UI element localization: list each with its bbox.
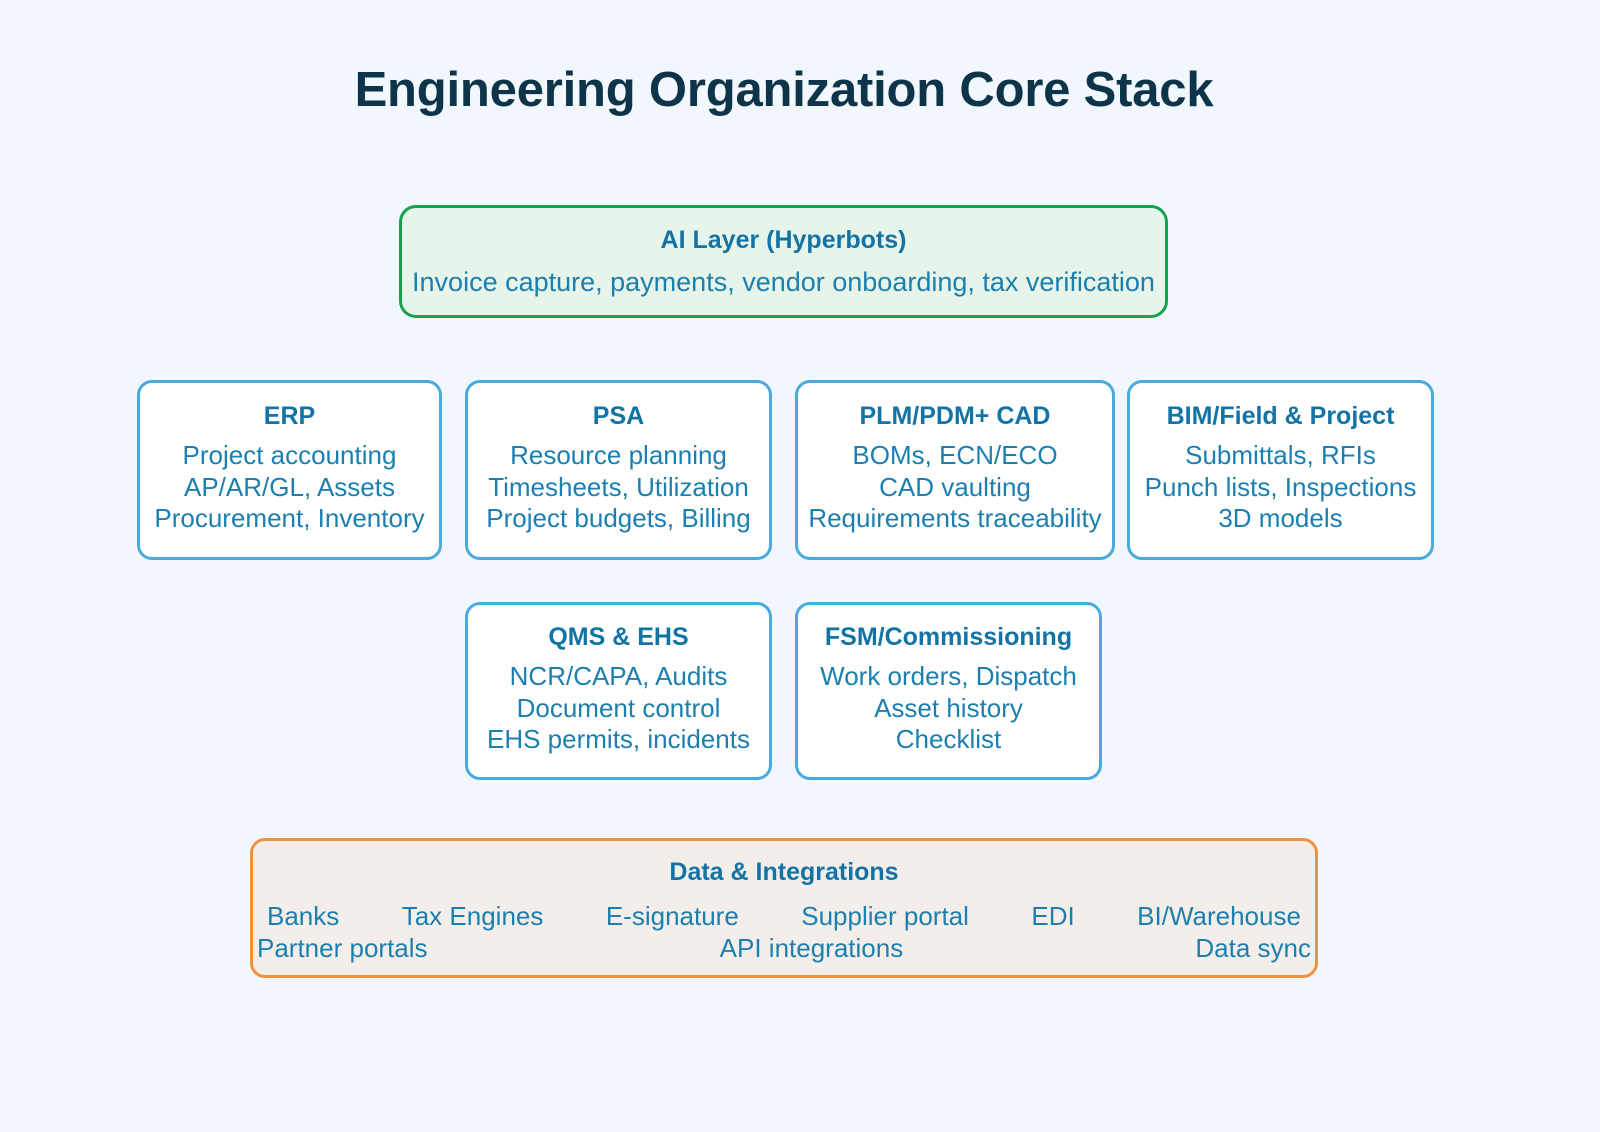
- module-detail-line: BOMs, ECN/ECO: [852, 440, 1058, 471]
- module-title: QMS & EHS: [548, 623, 689, 652]
- module-detail-line: Checklist: [895, 724, 1002, 755]
- module-detail-line: CAD vaulting: [879, 471, 1031, 502]
- module-detail-line: Resource planning: [510, 440, 727, 471]
- module-detail-line: Requirements traceability: [808, 503, 1102, 534]
- module-box-bim-field-project: BIM/Field & Project Submittals, RFIs Pun…: [1127, 380, 1434, 560]
- ai-layer-description: Invoice capture, payments, vendor onboar…: [412, 266, 1155, 299]
- ai-layer-title: AI Layer (Hyperbots): [660, 225, 907, 254]
- ai-layer-box: AI Layer (Hyperbots) Invoice capture, pa…: [399, 205, 1168, 318]
- module-title: ERP: [263, 402, 316, 431]
- module-title: FSM/Commissioning: [824, 623, 1073, 652]
- module-box-erp: ERP Project accounting AP/AR/GL, Assets …: [137, 380, 442, 560]
- module-box-qms-ehs: QMS & EHS NCR/CAPA, Audits Document cont…: [465, 602, 772, 780]
- module-detail-line: Project accounting: [182, 440, 397, 471]
- data-integrations-row: Partner portals API integrations Data sy…: [253, 933, 1315, 965]
- data-integrations-row: Banks Tax Engines E-signature Supplier p…: [253, 901, 1315, 933]
- module-detail-lines: Work orders, Dispatch Asset history Chec…: [820, 661, 1077, 755]
- module-detail-line: AP/AR/GL, Assets: [184, 471, 395, 502]
- module-detail-lines: BOMs, ECN/ECO CAD vaulting Requirements …: [808, 440, 1101, 534]
- module-detail-lines: Submittals, RFIs Punch lists, Inspection…: [1145, 440, 1417, 534]
- page-title: Engineering Organization Core Stack: [354, 63, 1214, 117]
- module-detail-lines: Project accounting AP/AR/GL, Assets Proc…: [154, 440, 424, 534]
- module-detail-line: 3D models: [1218, 503, 1343, 534]
- module-detail-line: Procurement, Inventory: [154, 503, 425, 534]
- data-integrations-title: Data & Integrations: [669, 858, 899, 886]
- module-detail-line: Project budgets, Billing: [486, 503, 751, 534]
- module-detail-lines: NCR/CAPA, Audits Document control EHS pe…: [487, 661, 750, 755]
- module-title: PLM/PDM+ CAD: [859, 402, 1051, 431]
- module-detail-line: Timesheets, Utilization: [488, 471, 749, 502]
- module-detail-line: Document control: [516, 692, 721, 723]
- integration-tag: Data sync: [1195, 932, 1311, 963]
- module-title: PSA: [592, 402, 645, 431]
- integration-tag: API integrations: [719, 932, 904, 963]
- module-box-plm-pdm-cad: PLM/PDM+ CAD BOMs, ECN/ECO CAD vaulting …: [795, 380, 1115, 560]
- integration-tag: E-signature: [605, 901, 739, 931]
- integration-tag: Banks: [267, 901, 340, 931]
- integration-tag: BI/Warehouse: [1137, 901, 1301, 931]
- module-detail-line: NCR/CAPA, Audits: [509, 661, 728, 692]
- ai-layer-description-line: Invoice capture, payments, vendor onboar…: [412, 266, 1155, 297]
- module-detail-line: Submittals, RFIs: [1185, 440, 1376, 471]
- module-box-fsm-commissioning: FSM/Commissioning Work orders, Dispatch …: [795, 602, 1102, 780]
- integration-tag: Supplier portal: [801, 901, 969, 931]
- module-detail-lines: Resource planning Timesheets, Utilizatio…: [486, 440, 750, 534]
- integration-tag: Partner portals: [257, 932, 428, 963]
- module-detail-line: Punch lists, Inspections: [1144, 471, 1417, 502]
- data-integrations-tags: Banks Tax Engines E-signature Supplier p…: [253, 901, 1315, 964]
- data-integrations-box: Data & Integrations Banks Tax Engines E-…: [250, 838, 1318, 978]
- module-detail-line: Asset history: [874, 692, 1023, 723]
- module-detail-line: EHS permits, incidents: [487, 724, 750, 755]
- module-detail-line: Work orders, Dispatch: [820, 661, 1077, 692]
- module-title: BIM/Field & Project: [1166, 402, 1395, 431]
- module-box-psa: PSA Resource planning Timesheets, Utiliz…: [465, 380, 772, 560]
- integration-tag: Tax Engines: [401, 901, 544, 931]
- integration-tag: EDI: [1031, 901, 1075, 931]
